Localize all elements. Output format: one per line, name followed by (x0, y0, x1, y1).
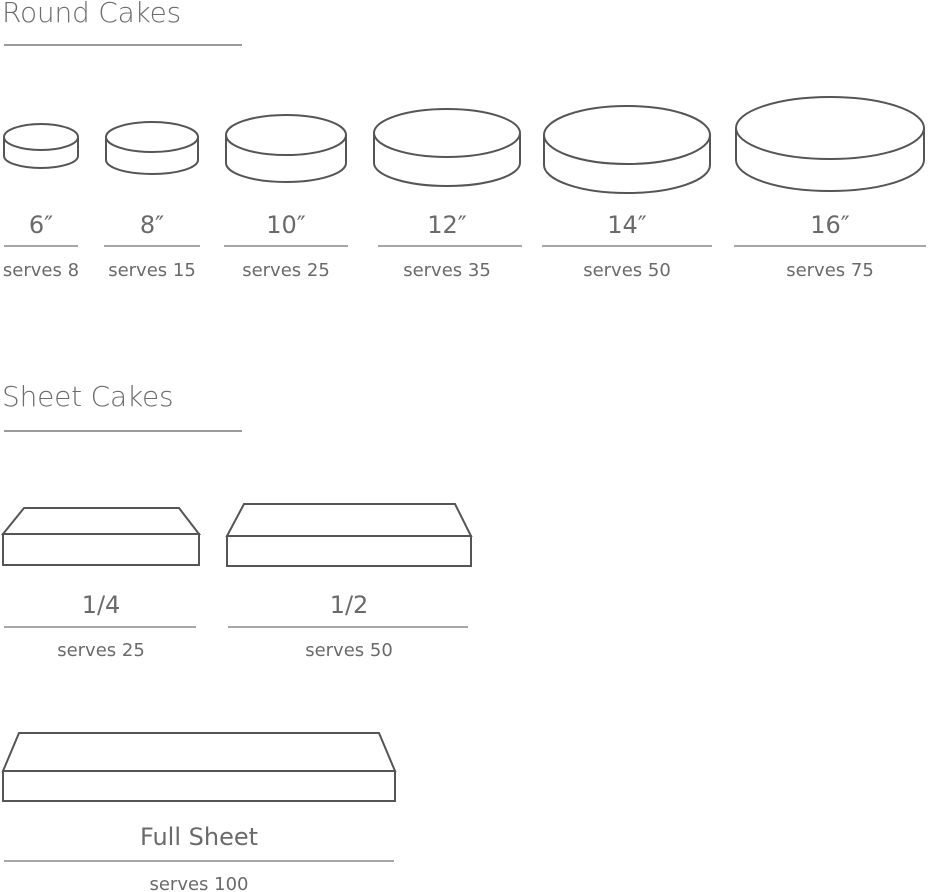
sheet-cakes-title: Sheet Cakes (2, 380, 174, 413)
round-cakes-title: Round Cakes (2, 0, 182, 29)
sheet-cake-half-size: 1/2 (329, 591, 369, 619)
round-cake-14-size: 14″ (607, 211, 647, 239)
sheet-cake-quarter-serves: serves 25 (57, 642, 145, 657)
sheet-cake-full-icon (1, 732, 397, 802)
round-cake-12-icon (373, 108, 521, 187)
round-cake-8: 8″ serves 15 (104, 118, 200, 285)
round-cake-6-size: 6″ (28, 211, 54, 239)
sheet-cake-half-icon (225, 503, 473, 567)
round-cake-10-rule (224, 245, 348, 247)
round-cake-10-serves: serves 25 (242, 260, 330, 281)
sheet-cake-quarter-rule (4, 626, 196, 628)
round-cake-14-icon (543, 105, 711, 194)
sheet-cake-half-rule (228, 626, 468, 628)
round-cake-8-icon (105, 121, 199, 175)
round-cake-16-size: 16″ (810, 211, 850, 239)
round-cake-10-size: 10″ (266, 211, 306, 239)
sheet-cake-half-serves: serves 50 (305, 642, 393, 657)
round-cake-6-icon (3, 123, 79, 169)
round-cake-10-icon (225, 114, 347, 183)
round-cake-12-serves: serves 35 (403, 260, 491, 281)
round-cakes-title-rule (4, 44, 242, 46)
round-cake-6: 6″ serves 8 (2, 120, 80, 285)
round-cake-8-serves: serves 15 (108, 260, 196, 281)
round-cake-12-rule (378, 245, 522, 247)
sheet-cake-full-serves: serves 100 (149, 876, 249, 892)
sheet-cake-full: Full Sheet serves 100 (1, 731, 397, 892)
round-cake-8-rule (104, 245, 200, 247)
sheet-cake-quarter-icon (0, 507, 202, 566)
sheet-cake-half: 1/2 serves 50 (225, 502, 473, 660)
round-cake-16: 16″ serves 75 (734, 96, 926, 285)
sheet-cake-quarter-size: 1/4 (81, 591, 121, 619)
round-cake-6-serves: serves 8 (2, 260, 80, 281)
round-cake-10: 10″ serves 25 (224, 113, 348, 285)
sheet-cake-full-size: Full Sheet (139, 823, 259, 851)
round-cake-16-serves: serves 75 (786, 260, 874, 281)
round-cake-8-size: 8″ (139, 211, 165, 239)
round-cake-16-rule (734, 245, 926, 247)
round-cake-14: 14″ serves 50 (542, 105, 712, 285)
round-cake-14-serves: serves 50 (583, 260, 671, 281)
round-cake-16-icon (735, 96, 925, 192)
round-cake-12: 12″ serves 35 (372, 108, 522, 285)
sheet-cakes-title-rule (4, 430, 242, 432)
round-cake-14-rule (542, 245, 712, 247)
sheet-cake-full-rule (4, 860, 394, 862)
round-cake-12-size: 12″ (427, 211, 467, 239)
sheet-cake-quarter: 1/4 serves 25 (0, 505, 202, 660)
round-cake-6-rule (4, 245, 78, 247)
